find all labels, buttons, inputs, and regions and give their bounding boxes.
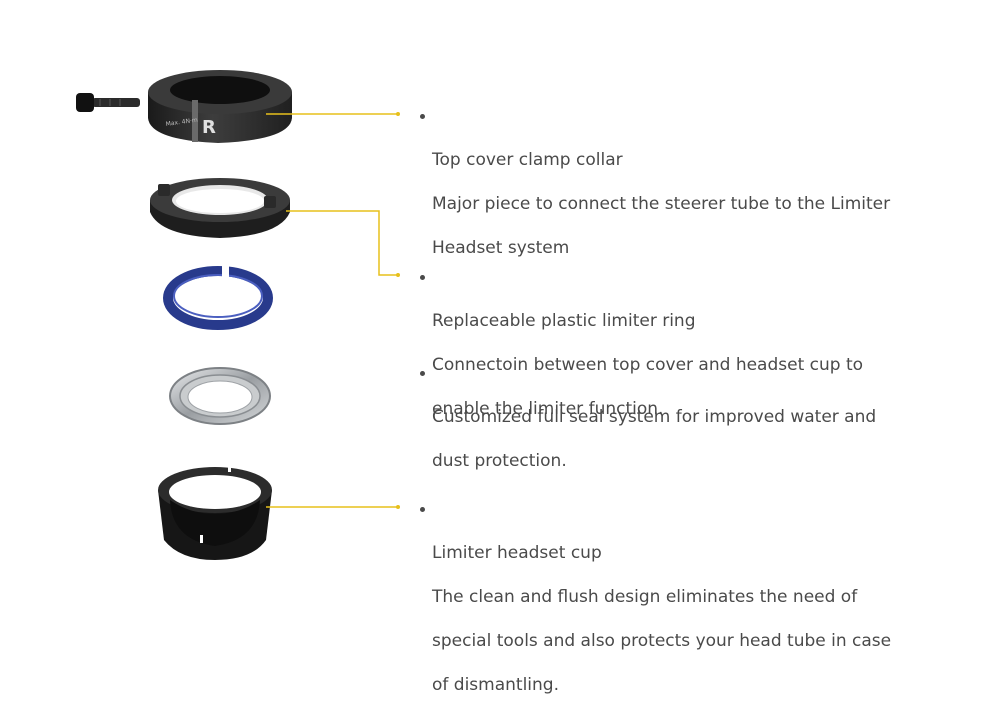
part-top-cover (150, 178, 290, 238)
callout-title: Replaceable plastic limiter ring (432, 311, 696, 331)
callout-limiter-ring: Replaceable plastic limiter ring Connect… (420, 266, 864, 442)
collar-torque-marking: Max. 4N·m (165, 117, 198, 128)
callout-desc-line: enable the limiter function. (432, 399, 664, 419)
clamp-bolt (76, 93, 140, 112)
part-seal-bearing (169, 367, 271, 425)
callout-title: Customized full seal system for improved… (432, 407, 877, 427)
callout-desc-line: Headset system (432, 238, 570, 258)
callout-desc-line: Connectoin between top cover and headset… (432, 355, 864, 375)
callout-desc-line: special tools and also protects your hea… (432, 631, 892, 651)
callout-title: Top cover clamp collar (432, 150, 623, 170)
exploded-parts-diagram: R Max. 4N·m (76, 70, 400, 560)
callout-desc-line: of dismantling. (432, 675, 559, 695)
bullet-icon (420, 275, 425, 280)
part-top-cover-clamp-collar: R Max. 4N·m (148, 70, 292, 143)
callout-headset-cup: Limiter headset cup The clean and flush … (420, 498, 892, 718)
leader-line-2 (286, 210, 398, 276)
collar-logo: R (202, 117, 216, 138)
callout-top-cover-clamp-collar: Top cover clamp collar Major piece to co… (420, 105, 891, 281)
callout-desc-line: Major piece to connect the steerer tube … (432, 194, 891, 214)
callout-desc-line: The clean and flush design eliminates th… (432, 587, 858, 607)
callout-seal-system: Customized full seal system for improved… (420, 362, 877, 494)
part-limiter-ring (163, 266, 273, 330)
bullet-icon (420, 507, 425, 512)
bullet-icon (420, 371, 425, 376)
callout-desc-line: dust protection. (432, 451, 567, 471)
leader-lines (266, 112, 400, 509)
bullet-icon (420, 114, 425, 119)
callout-title: Limiter headset cup (432, 543, 602, 563)
part-headset-cup (158, 464, 272, 560)
